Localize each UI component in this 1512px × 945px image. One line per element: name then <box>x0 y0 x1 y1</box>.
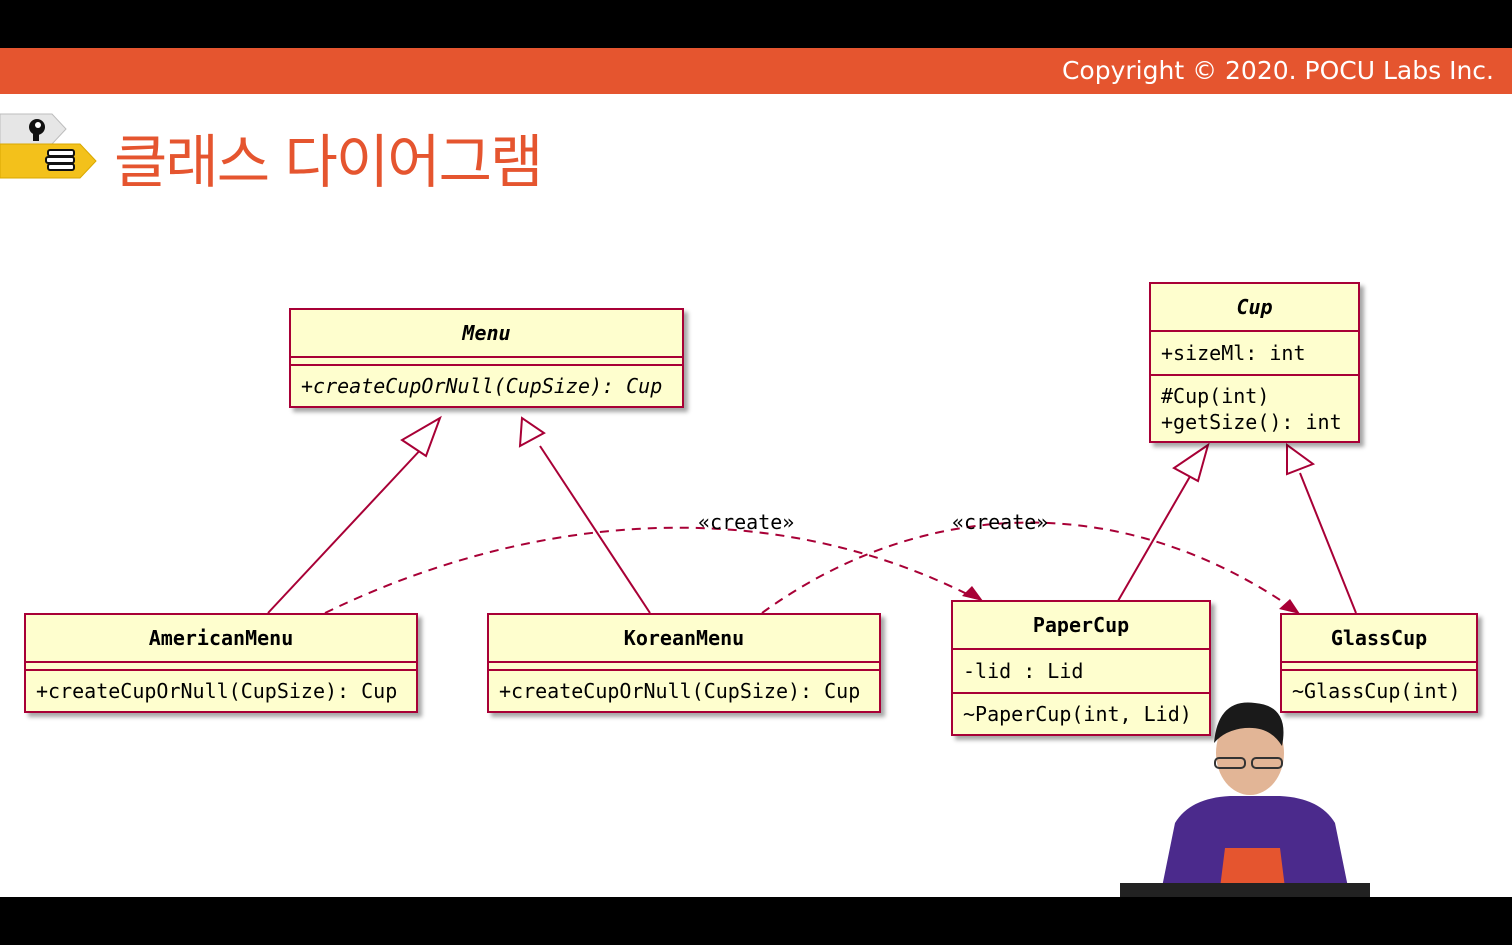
class-name: KoreanMenu <box>489 615 879 663</box>
class-name: Menu <box>291 310 682 358</box>
class-name: AmericanMenu <box>26 615 416 663</box>
class-menu: Menu +createCupOrNull(CupSize): Cup <box>289 308 684 408</box>
attributes-section: -lid : Lid <box>953 650 1209 694</box>
inheritance-line-koreanmenu-menu <box>539 445 651 614</box>
book-stack-icon <box>0 143 97 179</box>
attribute: -lid : Lid <box>963 659 1084 683</box>
inheritance-line-americanmenu-menu <box>267 445 425 614</box>
video-top-letterbox <box>0 0 1512 48</box>
class-glasscup: GlassCup ~GlassCup(int) <box>1280 613 1478 713</box>
method: ~PaperCup(int, Lid) <box>963 702 1192 726</box>
inheritance-arrowhead <box>1172 442 1210 483</box>
relationship-lines <box>267 415 1357 614</box>
attributes-section <box>489 663 879 671</box>
dependency-arrowhead <box>962 586 983 601</box>
inheritance-arrowhead <box>400 415 442 458</box>
methods-section: +createCupOrNull(CupSize): Cup <box>26 671 416 711</box>
methods-section: +createCupOrNull(CupSize): Cup <box>291 366 682 406</box>
method: +getSize(): int <box>1161 410 1342 434</box>
method: #Cup(int) <box>1161 384 1270 408</box>
method: +createCupOrNull(CupSize): Cup <box>499 679 861 703</box>
methods-section: #Cup(int) +getSize(): int <box>1151 376 1358 441</box>
method: ~GlassCup(int) <box>1292 679 1461 703</box>
attributes-section <box>26 663 416 671</box>
video-bottom-letterbox <box>0 897 1512 945</box>
header-bar: Copyright © 2020. POCU Labs Inc. <box>0 48 1512 94</box>
class-koreanmenu: KoreanMenu +createCupOrNull(CupSize): Cu… <box>487 613 881 713</box>
dependency-arrowhead <box>1279 599 1300 614</box>
attribute: +sizeMl: int <box>1161 341 1306 365</box>
copyright-text: Copyright © 2020. POCU Labs Inc. <box>1061 56 1494 85</box>
slide-title: 클래스 다이어그램 <box>114 128 543 196</box>
attributes-section <box>1282 663 1476 671</box>
slide: Copyright © 2020. POCU Labs Inc. 클래스 다이어… <box>0 48 1512 897</box>
class-americanmenu: AmericanMenu +createCupOrNull(CupSize): … <box>24 613 418 713</box>
create-stereotype-label: «create» <box>698 510 795 534</box>
class-name: GlassCup <box>1282 615 1476 663</box>
class-name: PaperCup <box>953 602 1209 650</box>
inheritance-line-papercup-cup <box>1117 472 1193 602</box>
class-cup: Cup +sizeMl: int #Cup(int) +getSize(): i… <box>1149 282 1360 443</box>
attributes-section <box>291 358 682 366</box>
inheritance-line-glasscup-cup <box>1299 472 1357 614</box>
method: +createCupOrNull(CupSize): Cup <box>301 374 663 398</box>
inheritance-arrowhead <box>1286 443 1316 476</box>
methods-section: ~PaperCup(int, Lid) <box>953 694 1209 734</box>
presenter-video-overlay <box>1120 702 1370 897</box>
brain-head-icon <box>0 113 67 145</box>
class-papercup: PaperCup -lid : Lid ~PaperCup(int, Lid) <box>951 600 1211 736</box>
dependency-line-koreanmenu-glasscup <box>761 521 1296 614</box>
create-stereotype-label: «create» <box>952 510 1049 534</box>
dependency-line-americanmenu-papercup <box>324 526 976 614</box>
inheritance-arrowhead <box>518 416 546 448</box>
methods-section: +createCupOrNull(CupSize): Cup <box>489 671 879 711</box>
attributes-section: +sizeMl: int <box>1151 332 1358 376</box>
class-name: Cup <box>1151 284 1358 332</box>
methods-section: ~GlassCup(int) <box>1282 671 1476 711</box>
method: +createCupOrNull(CupSize): Cup <box>36 679 398 703</box>
